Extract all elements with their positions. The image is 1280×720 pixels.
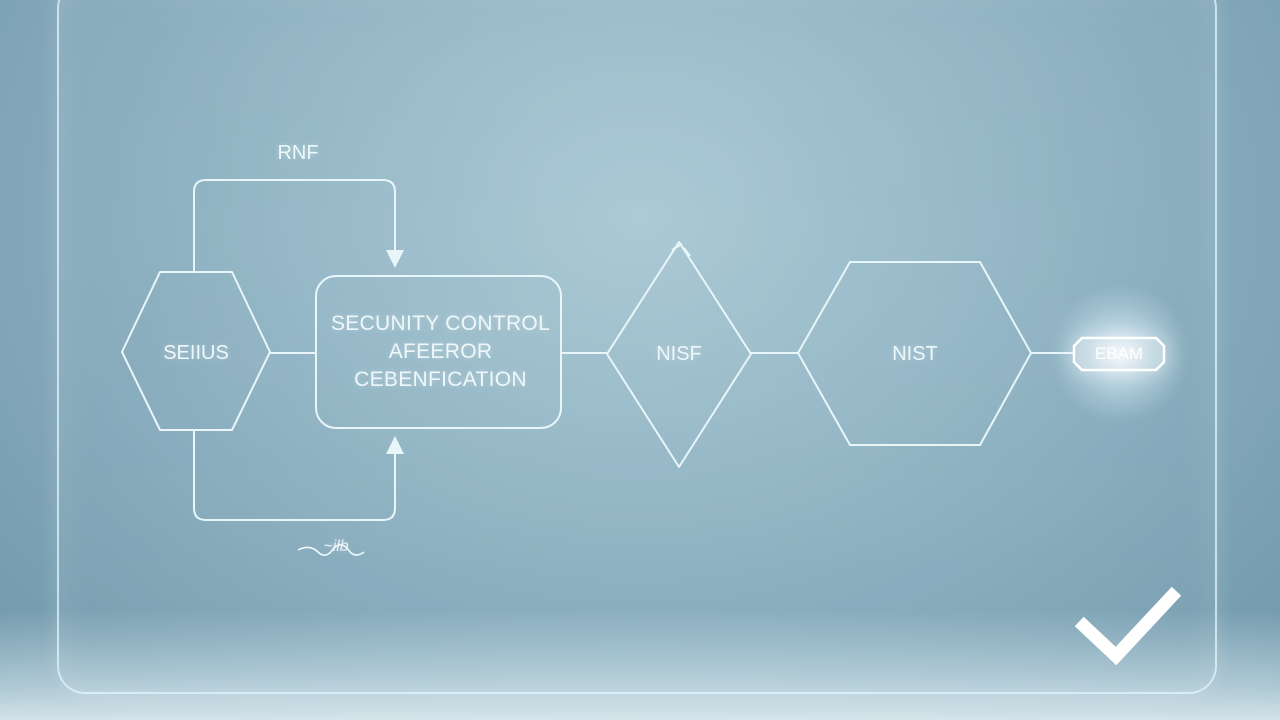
main-label-line-1: SECUNITY CONTROL xyxy=(330,312,551,335)
check-icon xyxy=(1074,586,1182,666)
bottom-loop-arrowhead xyxy=(386,436,404,454)
glass-panel xyxy=(57,0,1217,694)
floor-reflection xyxy=(0,610,1280,720)
main-label-line-3: CEBENFICATION xyxy=(354,368,527,391)
bottom-squiggle xyxy=(297,544,365,556)
output-tag xyxy=(1072,336,1166,372)
top-loop-connector xyxy=(193,179,396,273)
top-loop-label: RNF xyxy=(277,142,319,164)
output-node-label: EBAM xyxy=(1094,344,1144,363)
start-node-label: SEIIUS xyxy=(163,342,229,364)
decision-node-label: NISF xyxy=(656,343,702,365)
main-label-line-2: AFEEROR xyxy=(388,340,493,363)
decision-diamond xyxy=(606,241,752,468)
framework-node-label: NIST xyxy=(892,343,938,365)
bottom-loop-connector xyxy=(193,429,396,521)
bottom-loop-label: ~ilb xyxy=(323,538,349,555)
diamond-tip-mark xyxy=(671,243,691,257)
main-node-label: SECUNITY CONTROL AFEEROR CEBENFICATION xyxy=(318,310,563,394)
top-loop-arrowhead xyxy=(386,250,404,268)
